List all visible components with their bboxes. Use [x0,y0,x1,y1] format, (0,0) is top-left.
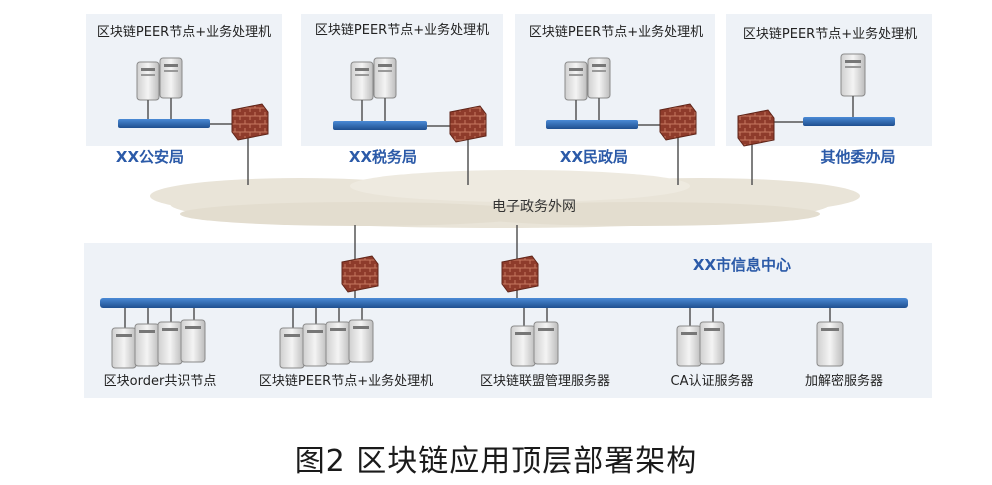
center-bus [100,298,908,308]
server-icon [348,319,374,363]
server-icon [279,327,305,369]
center-group-label-5: 加解密服务器 [805,373,883,389]
server-icon [302,323,328,367]
server-icon [350,61,374,101]
dept-2-name: XX税务局 [349,148,417,166]
center-group-peer [279,308,374,369]
dept-3-servers [546,57,638,129]
dept-4-servers [803,53,895,126]
dept-2-servers [333,57,427,130]
server-icon [136,61,160,101]
center-group-order [111,308,206,369]
center-group-label-2: 区块链PEER节点+业务处理机 [259,373,433,389]
center-name: XX市信息中心 [693,256,791,274]
figure-caption: 图2 区块链应用顶层部署架构 [294,444,698,479]
server-icon [840,53,866,97]
dept-4-name: 其他委办局 [820,148,895,166]
dept-3-machine-label: 区块链PEER节点+业务处理机 [529,24,703,40]
server-icon [373,57,397,99]
dept-1-bus [118,119,210,128]
firewall-icon [501,255,539,293]
firewall-icon [659,103,697,141]
dept-1-name: XX公安局 [116,148,184,166]
server-icon [159,57,183,99]
server-icon [816,321,844,367]
dept-1-machine-label: 区块链PEER节点+业务处理机 [97,24,271,40]
server-icon [134,323,160,367]
server-icon [533,321,559,365]
center-group-label-4: CA认证服务器 [671,373,754,389]
dept-1-servers [118,57,210,128]
network-cloud [150,170,860,228]
firewall-icon [737,109,775,147]
server-icon [699,321,725,365]
server-icon [564,61,588,101]
center-group-crypto [816,308,844,367]
server-icon [676,325,702,367]
center-group-ca [676,308,725,367]
dept-3-name: XX民政局 [560,148,628,166]
dept-3-bus [546,120,638,129]
center-group-label-1: 区块order共识节点 [104,374,217,389]
network-label: 电子政务外网 [492,199,576,215]
server-icon [510,325,536,367]
server-icon [157,321,183,365]
server-icon [325,321,351,365]
firewall-icon [231,103,269,141]
firewall-icon [341,255,379,293]
center-group-label-3: 区块链联盟管理服务器 [480,373,610,389]
server-icon [180,319,206,363]
dept-2-bus [333,121,427,130]
server-icon [587,57,611,99]
server-icon [111,327,137,369]
dept-4-bus [803,117,895,126]
dept-4-machine-label: 区块链PEER节点+业务处理机 [743,26,917,42]
dept-2-machine-label: 区块链PEER节点+业务处理机 [315,22,489,38]
center-group-alliance [510,308,559,367]
firewall-icon [449,105,487,143]
